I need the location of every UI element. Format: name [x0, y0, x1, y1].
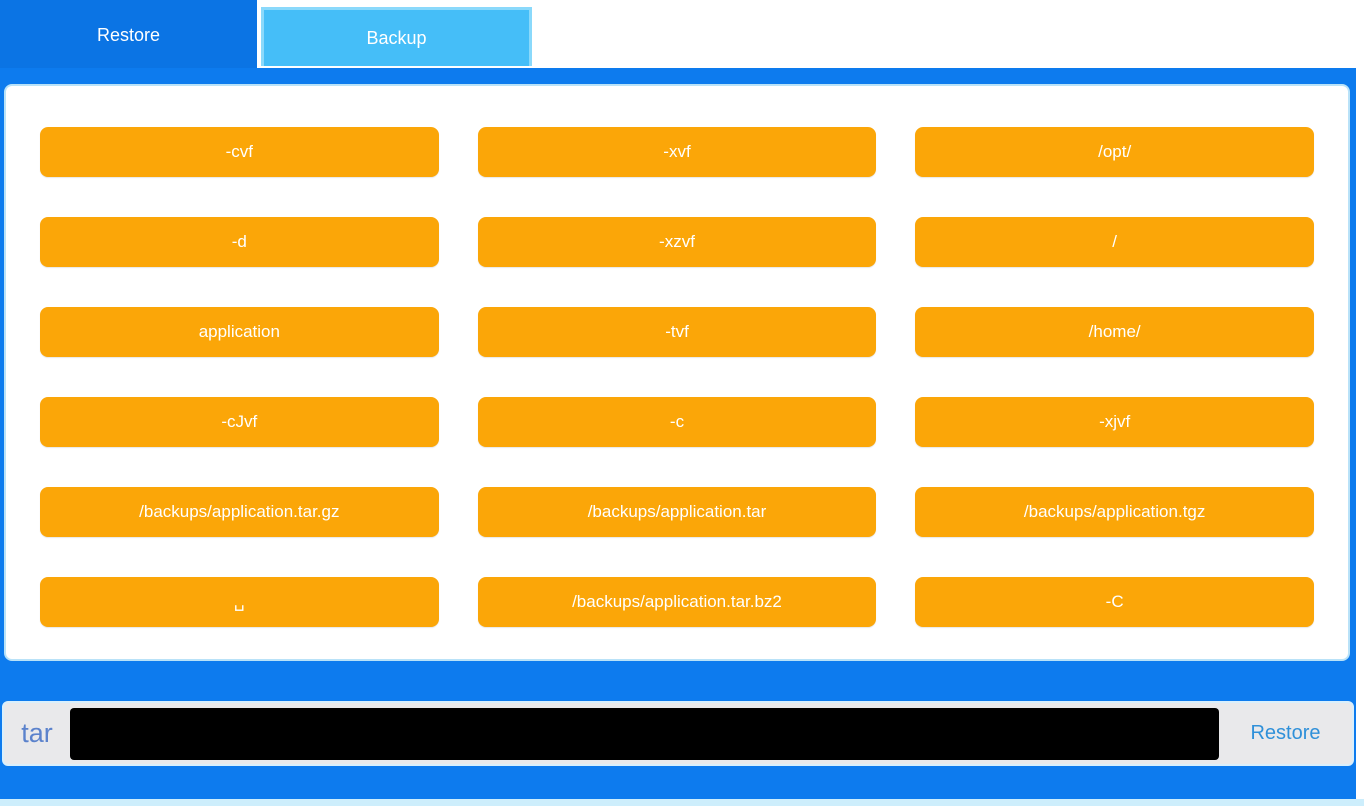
option-tile[interactable]: /backups/application.tar.gz — [40, 487, 439, 537]
option-tile[interactable]: -cJvf — [40, 397, 439, 447]
bottom-edge-strip — [0, 799, 1364, 806]
command-input[interactable] — [70, 707, 1219, 760]
command-bar: tar Restore — [2, 701, 1354, 766]
option-tile[interactable]: / — [915, 217, 1314, 267]
option-tile[interactable]: /backups/application.tar.bz2 — [477, 577, 877, 627]
option-tile[interactable]: application — [40, 307, 439, 357]
tab-backup-label: Backup — [366, 27, 427, 48]
option-tile[interactable]: -xzvf — [477, 217, 877, 267]
option-tile[interactable]: /backups/application.tgz — [915, 487, 1314, 537]
restore-submit-button[interactable]: Restore — [1250, 722, 1321, 744]
option-tile[interactable]: -tvf — [477, 307, 877, 357]
tab-backup[interactable]: Backup — [261, 7, 532, 66]
option-tile-space[interactable]: ␣ — [40, 577, 439, 627]
option-tile[interactable]: /backups/application.tar — [477, 487, 877, 537]
option-tile[interactable]: -cvf — [40, 127, 439, 177]
tab-restore-label: Restore — [96, 24, 161, 45]
command-prefix-label: tar — [21, 718, 53, 748]
option-tile[interactable]: -c — [477, 397, 877, 447]
option-tile[interactable]: /opt/ — [915, 127, 1314, 177]
options-panel: -cvf -xvf /opt/ -d -xzvf / application -… — [4, 84, 1350, 661]
option-tile[interactable]: /home/ — [915, 307, 1314, 357]
option-tile[interactable]: -d — [40, 217, 439, 267]
tab-restore[interactable]: Restore — [0, 0, 257, 70]
option-tile[interactable]: -xvf — [477, 127, 877, 177]
option-tile[interactable]: -C — [915, 577, 1314, 627]
option-tile[interactable]: -xjvf — [915, 397, 1314, 447]
